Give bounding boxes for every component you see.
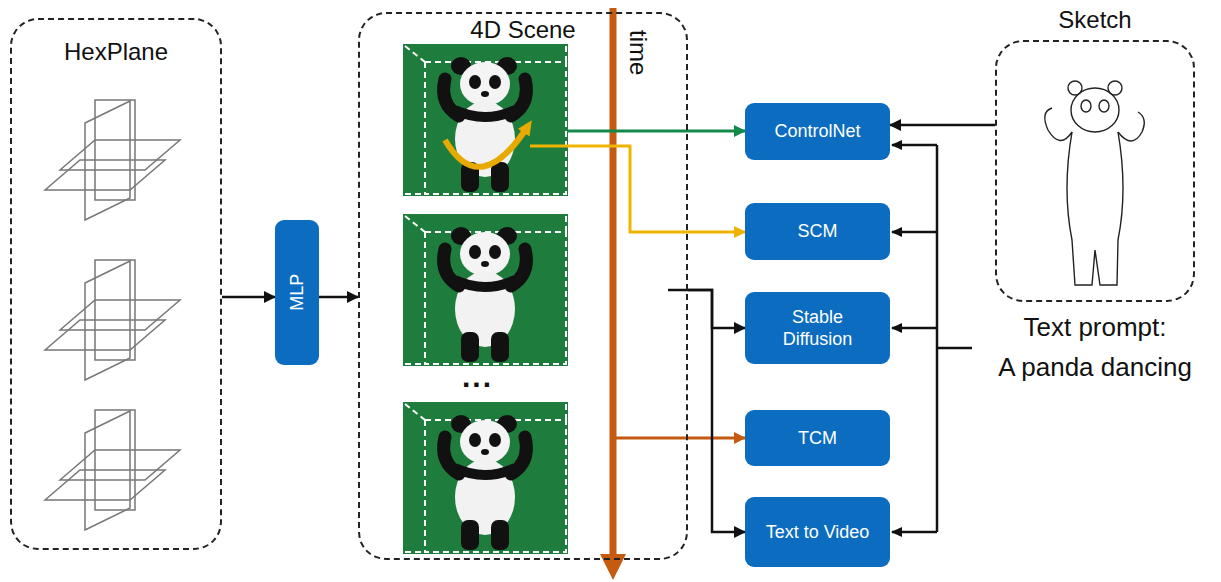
model-box: TCM [745,410,890,466]
scene-panel: 4D Scene [358,12,688,560]
sketch-panel: Sketch [995,40,1195,302]
connector-arrow [688,437,745,440]
box-label: Stable Diffusion [759,306,876,351]
mlp-box: MLP [275,220,319,365]
model-box: Stable Diffusion [745,292,890,364]
connector-arrow [688,130,745,133]
box-label: Text to Video [766,521,870,544]
hexplane-panel: HexPlane [10,18,222,550]
prompt-text: A panda dancing [975,352,1215,383]
model-box: SCM [745,203,890,260]
connector-arrow [688,231,745,234]
axis-label: time [624,30,652,75]
connector-arrow [688,290,745,532]
model-box: ControlNet [745,103,890,160]
connector-arrow [222,296,275,299]
connector-arrow [688,290,745,328]
ellipsis-mark: ... [462,362,493,392]
box-label: TCM [798,427,837,450]
box-label: SCM [798,220,838,243]
panel-heading: HexPlane [12,38,220,66]
connector-arrow [319,296,358,299]
box-label: ControlNet [774,120,860,143]
box-label: MLP [286,274,309,311]
panel-heading: Sketch [997,6,1193,34]
prompt-label: Text prompt: [975,312,1215,343]
connector-arrow [890,124,995,127]
model-box: Text to Video [745,497,890,567]
